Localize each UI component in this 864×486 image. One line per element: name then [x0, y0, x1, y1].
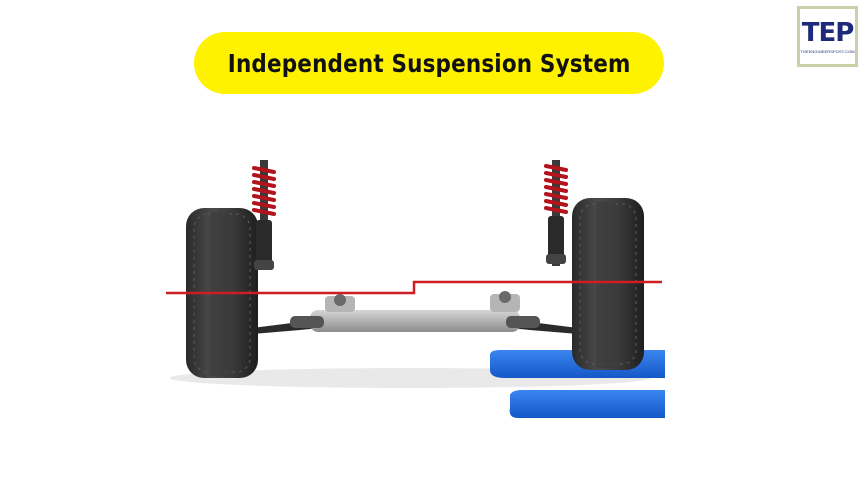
suspension-illustration [166, 160, 665, 418]
page-title: Independent Suspension System [227, 48, 631, 78]
tire-icon [572, 198, 644, 370]
coil-spring-icon [544, 164, 568, 214]
shock-absorber-icon [254, 160, 274, 270]
title-banner: Independent Suspension System [194, 32, 664, 94]
logo-badge: TEP THEENGINEERSPOST.COM [800, 9, 855, 64]
axle-icon [252, 291, 578, 334]
shock-absorber-icon [546, 160, 566, 266]
site-logo: TEP THEENGINEERSPOST.COM [797, 6, 858, 67]
coil-spring-icon [252, 166, 276, 216]
logo-sub-text: THEENGINEERSPOST.COM [800, 48, 855, 54]
logo-main-text: TEP [801, 17, 855, 48]
reference-line [166, 280, 662, 295]
